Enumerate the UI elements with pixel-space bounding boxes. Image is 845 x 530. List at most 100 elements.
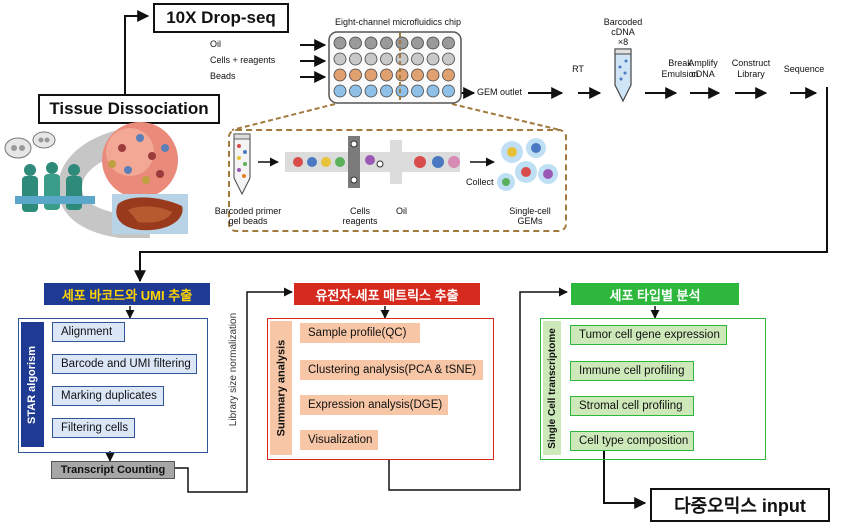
inset-cells-reagents: Cells reagents <box>342 206 378 226</box>
chip-well <box>426 68 440 82</box>
panel2-sidebar: Summary analysis <box>270 321 292 455</box>
chip-well <box>442 36 455 50</box>
inset-box <box>228 129 567 232</box>
library-size-note-label: Library size normalization <box>228 312 240 426</box>
panel3-item-immune: Immune cell profiling <box>570 361 694 381</box>
chip-well <box>411 84 424 98</box>
step-sequence: Sequence <box>783 64 825 74</box>
chip-well <box>364 84 378 98</box>
panel2-item-sample-profile: Sample profile(QC) <box>300 323 420 343</box>
chip-well <box>364 52 378 66</box>
inset-oil: Oil <box>396 206 407 216</box>
input-beads-label: Beads <box>210 71 236 81</box>
panel1-header: 세포 바코드와 UMI 추출 <box>44 283 210 305</box>
drop-seq-label: 10X Drop-seq <box>166 8 276 27</box>
step-amplify-cdna: Amplify cDNA <box>688 58 718 79</box>
chip-well <box>395 36 409 50</box>
chip-well <box>426 52 440 66</box>
panel1-item-barcode-filtering: Barcode and UMI filtering <box>52 354 197 374</box>
chip-well <box>333 68 347 82</box>
panel3-header: 세포 타입별 분석 <box>571 283 739 305</box>
panel2-item-visualization: Visualization <box>300 430 378 450</box>
chip-well <box>349 84 362 98</box>
panel3-header-label: 세포 타입별 분석 <box>609 287 701 303</box>
tissue-sample-icon <box>112 194 188 234</box>
chip-well <box>395 52 409 66</box>
arrow-to-final <box>603 450 647 509</box>
surgical-lamp-icon <box>4 131 56 159</box>
chip-well <box>364 36 378 50</box>
chip-well <box>364 68 378 82</box>
panel3-sidebar: Single Cell transcriptome <box>543 321 561 455</box>
chip-title: Eight-channel microfluidics chip <box>335 17 462 27</box>
panel2-header: 유전자-세포 매트릭스 추출 <box>294 283 480 305</box>
gem-outlet-label: GEM outlet <box>477 87 523 97</box>
panel2-item-clustering: Clustering analysis(PCA & tSNE) <box>300 360 483 380</box>
step-rt: RT <box>572 64 584 74</box>
chip-well <box>380 36 393 50</box>
chip-well <box>380 52 393 66</box>
tumor-spheroid-icon <box>102 122 178 198</box>
chip-well <box>411 36 424 50</box>
arrow-transcript-to-panel2 <box>175 287 293 493</box>
tissue-dissociation-label: Tissue Dissociation <box>49 99 209 118</box>
chip-well <box>349 52 362 66</box>
chip-well <box>426 36 440 50</box>
test-tube-icon <box>614 48 632 103</box>
chip-well <box>349 68 362 82</box>
panel1-sidebar: STAR algorism <box>21 322 44 447</box>
chip-well <box>380 68 393 82</box>
library-size-note: Library size normalization <box>226 288 242 450</box>
surgery-illustration <box>4 122 188 238</box>
chip-well <box>395 84 409 98</box>
final-output-label: 다중오믹스 input <box>674 496 806 516</box>
step-construct-library: Construct Library <box>731 58 771 79</box>
chip-well <box>442 84 455 98</box>
inset-collect: Collect <box>466 177 494 187</box>
microfluidics-chip <box>328 31 462 104</box>
gel-bead-tube-icon <box>233 133 251 196</box>
chip-well <box>411 52 424 66</box>
chip-well <box>411 68 424 82</box>
chip-well <box>349 36 362 50</box>
panel1-item-marking-duplicates: Marking duplicates <box>52 386 164 406</box>
step-barcoded-cdna: Barcoded cDNA ×8 <box>603 17 643 47</box>
chip-well <box>333 36 347 50</box>
chip-well <box>426 84 440 98</box>
panel2-box <box>267 318 494 460</box>
drop-seq-box: 10X Drop-seq <box>153 3 289 33</box>
gem-droplets-icon <box>497 138 558 191</box>
final-output-box: 다중오믹스 input <box>650 488 830 522</box>
panel3-box <box>540 318 766 460</box>
input-oil-label: Oil <box>210 39 221 49</box>
inset-single-cell-gems: Single-cell GEMs <box>509 206 551 226</box>
arrow-sequence-to-panel1 <box>134 87 828 283</box>
chip-well <box>380 84 393 98</box>
chip-well <box>442 68 455 82</box>
chip-well <box>395 68 409 82</box>
step-break-emulsion: Break Emulsion <box>661 58 699 79</box>
panel1-item-filtering-cells: Filtering cells <box>52 418 135 438</box>
tissue-dissociation-box: Tissue Dissociation <box>38 94 220 124</box>
panel3-item-stromal: Stromal cell profiling <box>570 396 694 416</box>
surgeons-icon <box>15 162 95 212</box>
chip-well <box>442 52 455 66</box>
input-cells-label: Cells + reagents <box>210 55 276 65</box>
panel2-header-label: 유전자-세포 매트릭스 추출 <box>315 287 459 303</box>
panel3-sidebar-label: Single Cell transcriptome <box>546 327 558 449</box>
transcript-counting-label: Transcript Counting <box>60 464 166 476</box>
transcript-counting-box: Transcript Counting <box>51 461 175 479</box>
panel1-item-alignment: Alignment <box>52 322 125 342</box>
chip-well <box>333 52 347 66</box>
panel2-item-expression: Expression analysis(DGE) <box>300 395 448 415</box>
chip-well <box>333 84 347 98</box>
panel3-item-tumor: Tumor cell gene expression <box>570 325 727 345</box>
panel1-header-label: 세포 바코드와 UMI 추출 <box>61 287 193 303</box>
panel1-box <box>18 318 208 453</box>
arrow-panel2-to-panel3 <box>388 287 568 491</box>
arrow-tissue-to-dropseq <box>124 10 150 95</box>
panel1-sidebar-label: STAR algorism <box>26 345 39 424</box>
inset-barcoded-primer: Barcoded primer gel beads <box>214 206 282 226</box>
inset-illustration <box>233 133 558 196</box>
